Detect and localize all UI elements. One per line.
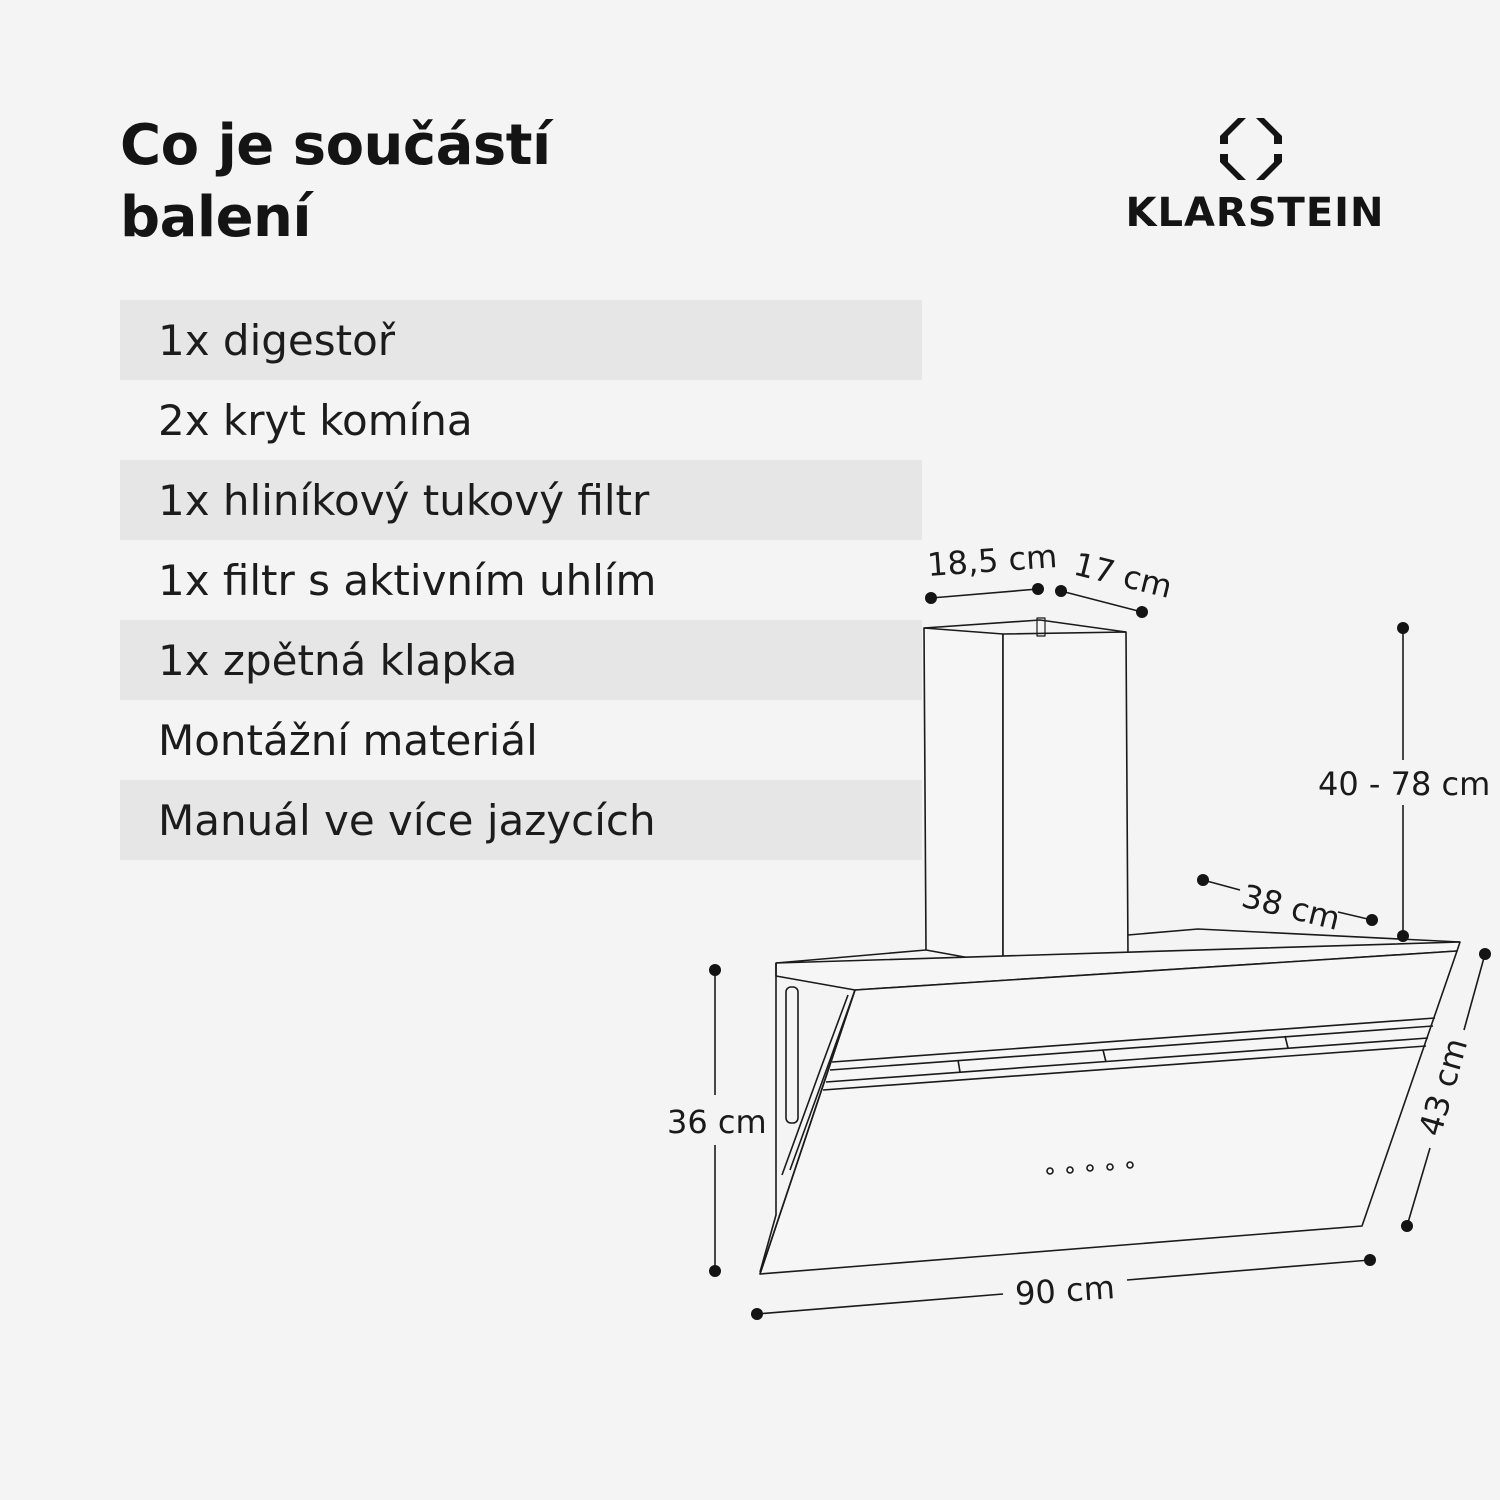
list-item: 1x zpětná klapka (120, 620, 922, 700)
page-title-line-2: balení (120, 185, 312, 250)
package-contents-list: 1x digestoř 2x kryt komína 1x hliníkový … (120, 300, 922, 860)
dimension-hood-width: 90 cm (1014, 1268, 1116, 1313)
klarstein-diamond-logo-icon (1220, 118, 1282, 180)
list-item: Manuál ve více jazycích (120, 780, 922, 860)
dimension-hood-depth: 38 cm (1238, 877, 1344, 938)
dimension-chimney-height: 40 - 78 cm (1318, 765, 1490, 803)
brand-name: KLARSTEIN (1125, 190, 1385, 236)
dimension-hood-height: 36 cm (667, 1103, 767, 1141)
list-item: 1x digestoř (120, 300, 922, 380)
page-title-line-1: Co je součástí (120, 113, 551, 178)
dimension-lines (709, 583, 1491, 1320)
brand-logo: KLARSTEIN (1120, 118, 1390, 248)
list-item: 2x kryt komína (158, 396, 473, 445)
list-item: 1x hliníkový tukový filtr (120, 460, 922, 540)
page-title: Co je součástí balení (120, 110, 551, 254)
list-item: Montážní materiál (158, 716, 538, 765)
dimension-chimney-width: 18,5 cm (926, 537, 1059, 584)
list-item: 1x filtr s aktivním uhlím (158, 556, 657, 605)
range-hood-drawing (759, 617, 1461, 1275)
